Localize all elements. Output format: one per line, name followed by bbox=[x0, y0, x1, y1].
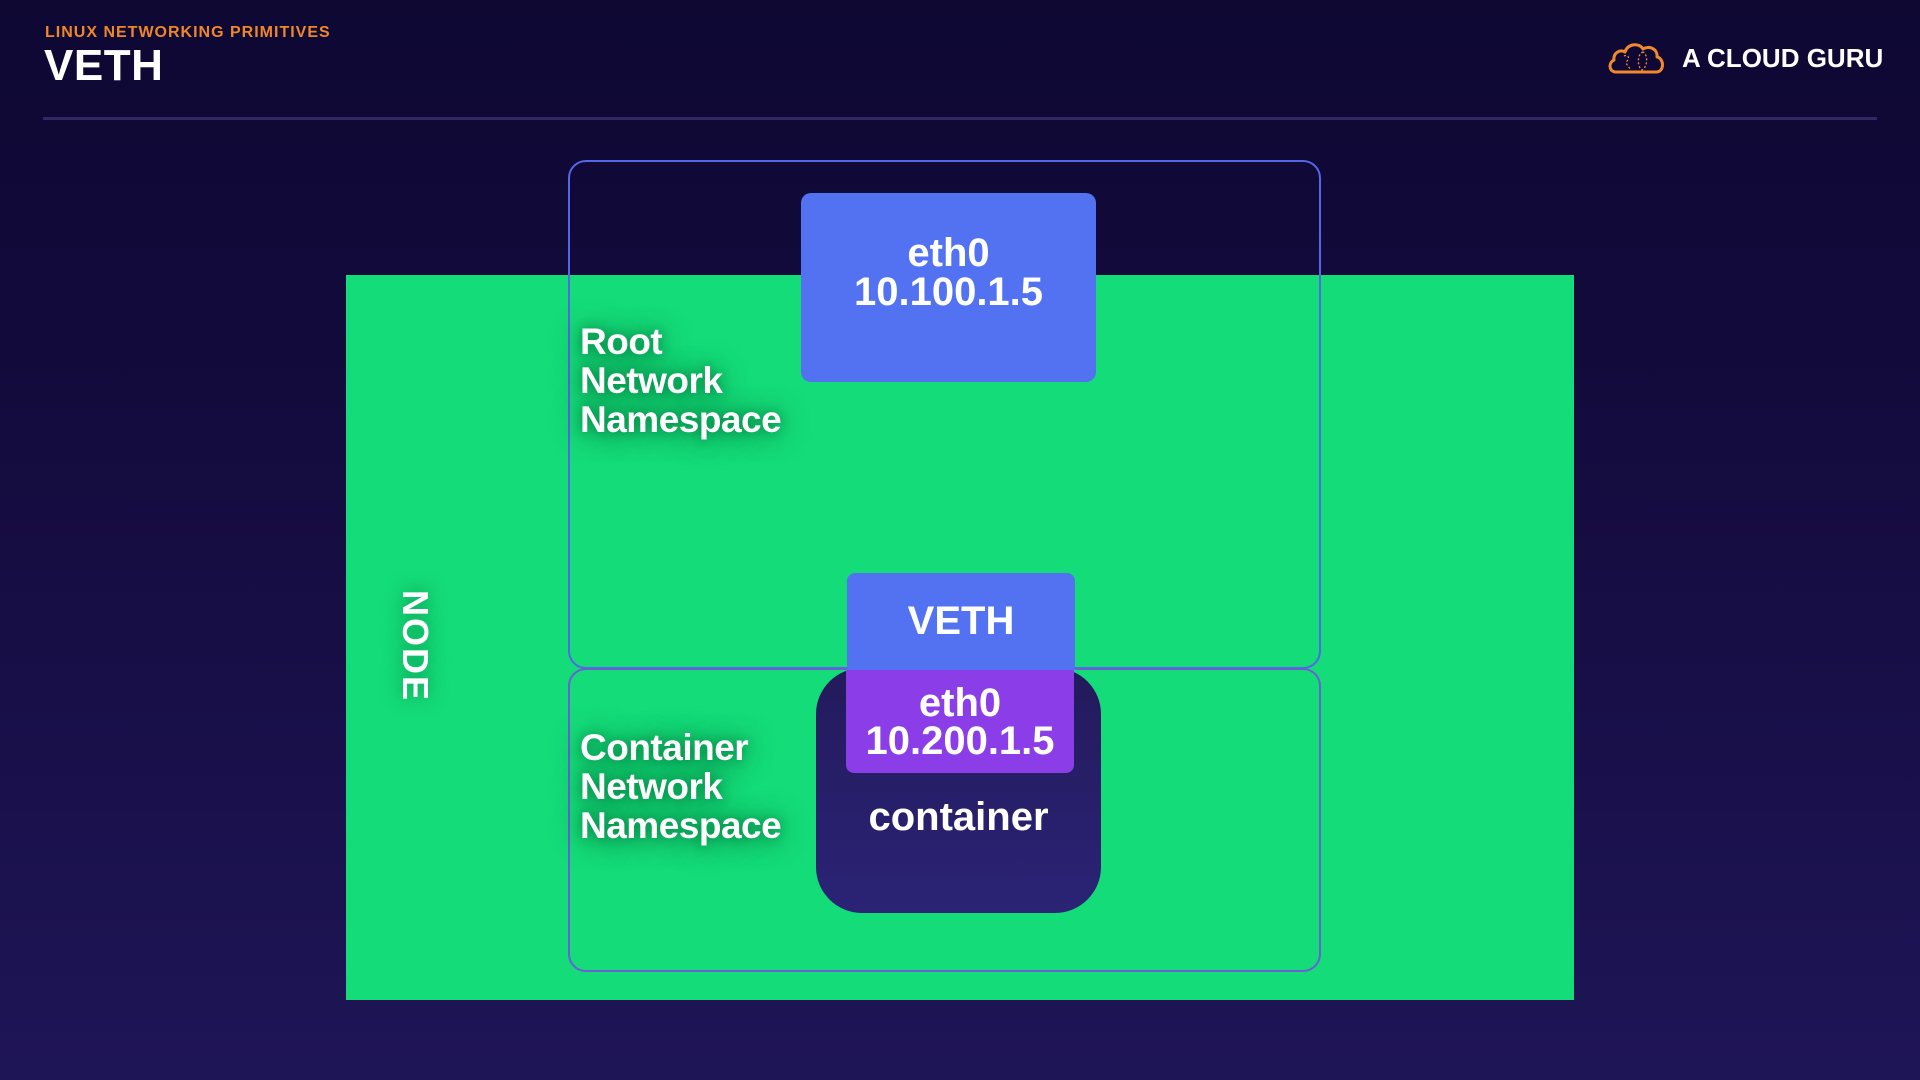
container-eth0-ip: 10.200.1.5 bbox=[865, 718, 1055, 763]
container-namespace-label-line: Namespace bbox=[580, 805, 782, 846]
header-divider bbox=[43, 117, 1877, 120]
root-namespace-label-line: Root bbox=[580, 321, 663, 362]
root-namespace-label: Root Network Namespace bbox=[580, 321, 782, 440]
container-namespace-label: Container Network Namespace bbox=[580, 727, 782, 846]
brand-logo: A CLOUD GURU bbox=[1606, 38, 1883, 78]
host-eth0-name: eth0 bbox=[907, 230, 990, 275]
section-kicker: LINUX NETWORKING PRIMITIVES bbox=[45, 24, 331, 41]
veth-pair: VETH bbox=[847, 573, 1075, 670]
brand-name: A CLOUD GURU bbox=[1682, 42, 1884, 73]
container-namespace-label-line: Container bbox=[580, 727, 749, 768]
host-eth0-interface: eth0 10.100.1.5 bbox=[801, 193, 1096, 382]
root-namespace-label-line: Namespace bbox=[580, 399, 782, 440]
container-label: container bbox=[868, 795, 1049, 839]
container-eth0-interface: eth0 10.200.1.5 bbox=[846, 670, 1074, 773]
host-eth0-ip: 10.100.1.5 bbox=[853, 269, 1044, 314]
container-eth0-name: eth0 bbox=[918, 680, 1002, 725]
veth-label: VETH bbox=[907, 599, 1015, 643]
container-namespace-label-line: Network bbox=[580, 766, 723, 807]
slide-title: VETH bbox=[44, 41, 164, 90]
node-label: NODE bbox=[395, 590, 436, 703]
root-namespace-label-line: Network bbox=[580, 360, 723, 401]
cloud-logo-icon bbox=[1608, 43, 1664, 74]
